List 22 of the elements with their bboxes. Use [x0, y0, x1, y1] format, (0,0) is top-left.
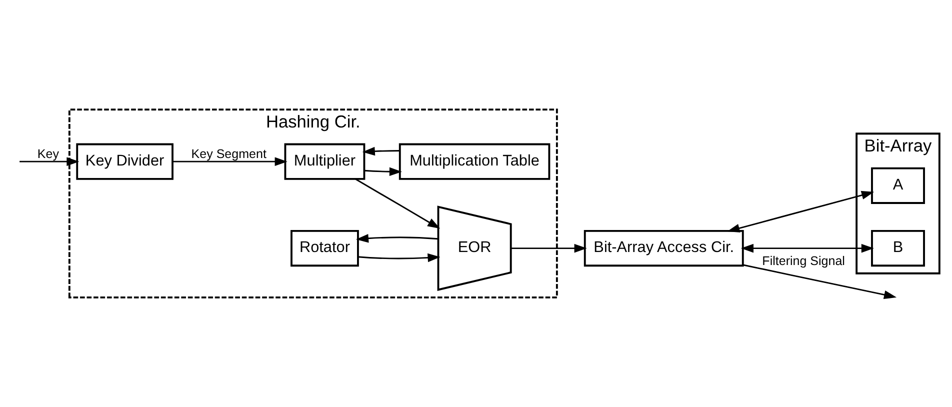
edge-label: Key Segment [191, 147, 266, 162]
edge-label: Key [37, 147, 60, 162]
node-box: A [871, 167, 925, 204]
arrow [355, 178, 440, 229]
node-box: Multiplication Table [398, 143, 550, 180]
arrow [511, 244, 587, 253]
node-box: B [871, 230, 925, 267]
arrow [742, 264, 897, 300]
arrow [740, 244, 874, 253]
arrow [364, 167, 402, 176]
edge-label: Filtering Signal [762, 254, 845, 268]
arrow [172, 157, 288, 166]
arrow [20, 157, 80, 166]
node-box: Multiplier [284, 143, 366, 180]
node-box: Bit-Array Access Cir. [584, 230, 744, 267]
arrow [362, 146, 400, 156]
arrow [358, 253, 440, 262]
node-box: Rotator [290, 230, 359, 267]
node-box: EOR [437, 206, 512, 291]
arrow [356, 234, 438, 243]
node-box: Key Divider [76, 143, 174, 180]
arrow [727, 190, 874, 232]
